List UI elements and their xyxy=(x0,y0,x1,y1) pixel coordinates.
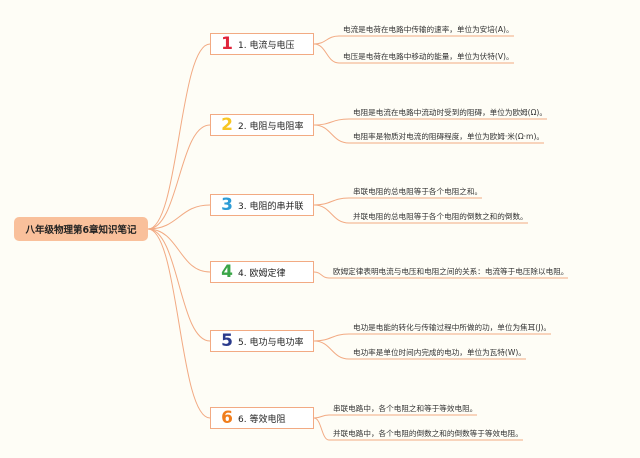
topic-node-5[interactable]: 5 5. 电功与电功率 xyxy=(210,330,314,352)
detail-text: 电阻是电流在电路中流动时受到的阻碍，单位为欧姆(Ω)。 xyxy=(353,108,547,117)
root-connector-3 xyxy=(147,204,211,230)
detail-connector xyxy=(313,43,340,64)
topic-label-2: 2. 电阻与电阻率 xyxy=(238,121,304,132)
root-connector-1 xyxy=(147,43,211,230)
root-title: 八年级物理第6章知识笔记 xyxy=(25,225,137,236)
detail-text: 电阻率是物质对电流的阻碍程度，单位为欧姆·米(Ω·m)。 xyxy=(353,132,545,141)
root-connector-2 xyxy=(147,124,211,230)
topic-number-4: 4 xyxy=(221,261,233,282)
detail-connector xyxy=(313,35,340,45)
detail-connector xyxy=(313,118,350,126)
topic-node-1[interactable]: 1 1. 电流与电压 xyxy=(210,33,314,55)
detail-connector xyxy=(313,333,350,342)
detail-text: 串联电阻的总电阻等于各个电阻之和。 xyxy=(353,187,483,196)
topic-label-1: 1. 电流与电压 xyxy=(238,40,295,51)
topic-label-6: 6. 等效电阻 xyxy=(238,414,286,425)
detail-connector xyxy=(313,417,330,441)
topic-node-2[interactable]: 2 2. 电阻与电阻率 xyxy=(210,114,314,136)
detail-text: 电流是电荷在电路中传输的速率，单位为安培(A)。 xyxy=(343,25,514,34)
detail-connector xyxy=(313,197,350,206)
topic-label-5: 5. 电功与电功率 xyxy=(238,337,304,348)
topic-number-3: 3 xyxy=(221,194,233,215)
root-connector-6 xyxy=(147,228,211,419)
detail-text: 电功是电能的转化与传输过程中所做的功，单位为焦耳(J)。 xyxy=(353,323,552,332)
detail-connector xyxy=(313,414,330,419)
root-connector-5 xyxy=(147,228,211,342)
detail-text: 并联电路中，各个电阻的倒数之和的倒数等于等效电阻。 xyxy=(333,429,523,438)
detail-connector xyxy=(313,271,330,279)
topic-label-4: 4. 欧姆定律 xyxy=(238,268,286,279)
topic-label-3: 3. 电阻的串并联 xyxy=(238,201,304,212)
topic-node-3[interactable]: 3 3. 电阻的串并联 xyxy=(210,194,314,216)
topic-number-2: 2 xyxy=(221,114,233,135)
topic-node-4[interactable]: 4 4. 欧姆定律 xyxy=(210,261,314,283)
root-connector-4 xyxy=(147,228,211,273)
detail-connector xyxy=(313,204,350,224)
topic-number-6: 6 xyxy=(221,407,233,428)
root-node[interactable]: 八年级物理第6章知识笔记 xyxy=(14,217,148,241)
detail-text: 电压是电荷在电路中移动的能量，单位为伏特(V)。 xyxy=(343,52,514,61)
topic-node-6[interactable]: 6 6. 等效电阻 xyxy=(210,407,314,429)
detail-connector xyxy=(313,340,350,360)
topic-number-5: 5 xyxy=(221,330,233,351)
detail-text: 并联电阻的总电阻等于各个电阻的倒数之和的倒数。 xyxy=(353,212,528,221)
detail-connector xyxy=(313,124,350,144)
topic-number-1: 1 xyxy=(221,33,233,54)
detail-text: 欧姆定律表明电流与电压和电阻之间的关系：电流等于电压除以电阻。 xyxy=(333,267,569,276)
detail-text: 电功率是单位时间内完成的电功，单位为瓦特(W)。 xyxy=(353,348,526,357)
detail-text: 串联电路中，各个电阻之和等于等效电阻。 xyxy=(333,404,478,413)
